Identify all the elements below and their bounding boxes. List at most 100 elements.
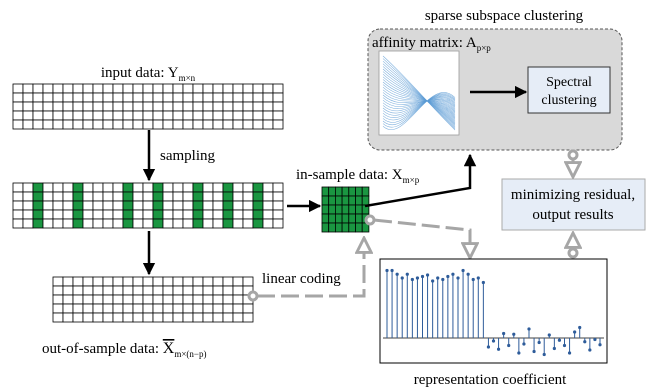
grid-cell [172, 209, 184, 220]
coef-marker [496, 347, 501, 351]
grid-cell [122, 182, 134, 193]
residual-line2: output results [532, 207, 613, 223]
grid-cell [212, 303, 224, 314]
grid-cell [122, 101, 134, 112]
grid-cell [72, 276, 84, 287]
grid-cell [72, 182, 84, 193]
grid-cell [102, 191, 114, 202]
grid-cell [182, 285, 194, 296]
grid-cell [112, 209, 124, 220]
grid-cell [182, 209, 194, 220]
grid-cell [162, 191, 174, 202]
grid-cell [92, 182, 104, 193]
grid-cell [132, 276, 144, 287]
grid-cell [202, 276, 214, 287]
grid-cell [212, 110, 224, 121]
coef-marker [431, 279, 435, 283]
grid-cell [242, 218, 254, 229]
grid-cell [192, 276, 204, 287]
grid-cell [82, 101, 94, 112]
grid-cell [232, 285, 244, 296]
grid-cell [355, 204, 363, 215]
grid-cell [102, 110, 114, 121]
grid-cell [62, 312, 74, 323]
affinity-curve [382, 97, 456, 116]
affinity-curve [382, 95, 456, 121]
coef-marker [385, 268, 389, 273]
grid-cell [202, 110, 214, 121]
grid-cell [242, 101, 254, 112]
input-data-grid [12, 83, 284, 130]
grid-cell [12, 200, 24, 211]
grid-cell [132, 218, 144, 229]
grid-cell [22, 209, 34, 220]
grid-cell [192, 182, 204, 193]
grid-cell [212, 92, 224, 103]
grid-cell [112, 182, 124, 193]
grid-cell [22, 110, 34, 121]
grid-cell [162, 83, 174, 94]
coef-marker [557, 338, 562, 342]
grid-cell [182, 200, 194, 211]
grid-cell [52, 285, 64, 296]
grid-cell [62, 182, 74, 193]
grid-cell [222, 119, 234, 130]
grid-cell [212, 276, 224, 287]
grid-cell [72, 119, 84, 130]
grid-cell [102, 209, 114, 220]
grid-cell [192, 312, 204, 323]
ssc-title: sparse subspace clustering [425, 8, 584, 24]
grid-cell [172, 218, 184, 229]
grid-cell [142, 83, 154, 94]
affinity-curve [382, 81, 456, 119]
grid-cell [82, 191, 94, 202]
grid-cell [102, 182, 114, 193]
grid-cell [122, 83, 134, 94]
grid-cell [32, 209, 44, 220]
grid-cell [62, 83, 74, 94]
grid-cell [142, 285, 154, 296]
grid-cell [172, 276, 184, 287]
grid-cell [341, 186, 350, 197]
grid-cell [132, 312, 144, 323]
grid-cell [22, 200, 34, 211]
grid-cell [12, 110, 24, 121]
grid-cell [232, 110, 244, 121]
grid-cell [328, 186, 336, 197]
grid-cell [192, 119, 204, 130]
grid-cell [202, 119, 214, 130]
grid-cell [132, 83, 144, 94]
grid-cell [202, 312, 214, 323]
affinity-curve [382, 71, 456, 123]
affinity-curve [382, 93, 456, 125]
coefficient-plot [379, 258, 608, 364]
coef-marker [441, 277, 445, 282]
grid-cell [222, 303, 234, 314]
grid-cell [72, 209, 84, 220]
grid-cell [222, 101, 234, 112]
grid-cell [62, 303, 74, 314]
grid-cell [152, 200, 164, 211]
grid-cell [92, 303, 104, 314]
grid-cell [355, 186, 363, 197]
grid-cell [162, 276, 174, 287]
grid-cell [232, 294, 244, 305]
grid-cell [192, 191, 204, 202]
grid-cell [92, 83, 104, 94]
grid-cell [192, 83, 204, 94]
grid-cell [321, 195, 330, 206]
grid-cell [222, 182, 234, 193]
grid-cell [334, 204, 343, 215]
coef-marker [547, 333, 551, 337]
grid-cell [162, 119, 174, 130]
grid-cell [162, 312, 174, 323]
grid-cell [42, 101, 54, 112]
affinity-curves [382, 55, 456, 131]
grid-cell [182, 119, 194, 130]
grid-cell [62, 92, 74, 103]
grid-cell [102, 83, 114, 94]
grid-cell [32, 83, 44, 94]
grid-cell [212, 101, 224, 112]
affinity-curve [382, 79, 456, 120]
coef-marker [395, 272, 399, 276]
